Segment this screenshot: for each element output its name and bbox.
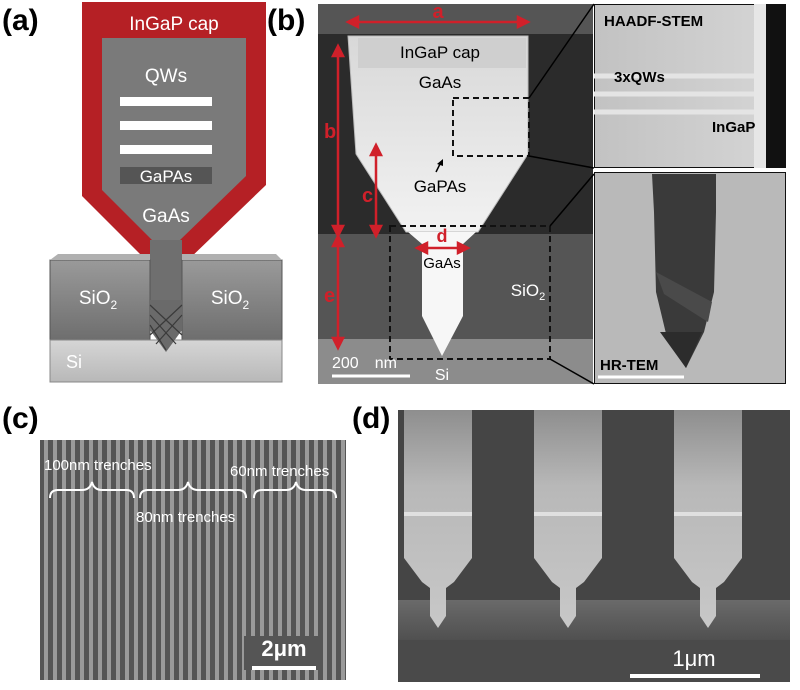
trench-line <box>179 440 183 680</box>
inset-hr-tem: HR-TEM <box>594 172 786 384</box>
trench-line <box>62 440 66 680</box>
gaas-stem <box>150 240 182 300</box>
trench-line <box>224 440 228 680</box>
b-label-sio2: SiO2 <box>511 281 545 303</box>
b-label-cap: InGaP cap <box>400 43 480 62</box>
trench-line <box>251 440 255 680</box>
inset-bottom-title: HR-TEM <box>600 357 658 374</box>
c-scale-label: 2μm <box>261 636 306 661</box>
label-si: Si <box>66 352 82 372</box>
trench-line <box>323 440 327 680</box>
panel-label-d: (d) <box>352 402 391 435</box>
trench-line <box>98 440 102 680</box>
inset-top-qws: 3xQWs <box>614 69 665 86</box>
trench-line <box>89 440 93 680</box>
panel-b-inset-connectors <box>528 3 595 385</box>
trench-line <box>107 440 111 680</box>
sio2-right-block <box>181 259 283 341</box>
ridge-group <box>404 410 742 628</box>
b-nanoridge-body <box>347 35 529 233</box>
inset-haadf-stem: HAADF-STEM 3xQWs InGaP <box>594 4 786 168</box>
panel-c-trench-sem: 100nm trenches 80nm trenches 60nm trench… <box>40 440 346 680</box>
d-scale-label: 1μm <box>672 646 715 671</box>
trench-line <box>305 440 309 680</box>
trench-line <box>143 440 147 680</box>
c-label-80nm: 80nm trenches <box>136 509 235 526</box>
inset-top-ingap: InGaP <box>712 119 755 136</box>
trench-line <box>341 440 345 680</box>
b-label-dim-d: d <box>437 226 448 246</box>
trench-line <box>116 440 120 680</box>
trench-line <box>188 440 192 680</box>
nanoridge <box>404 410 472 628</box>
label-gaas: GaAs <box>142 206 190 227</box>
panel-label-b: (b) <box>267 4 306 37</box>
trench-line <box>332 440 336 680</box>
panel-label-c: (c) <box>2 402 39 435</box>
trench-line <box>260 440 264 680</box>
trench-lines <box>44 440 345 680</box>
trench-line <box>215 440 219 680</box>
trench-line <box>296 440 300 680</box>
qw-bar-1 <box>120 97 212 106</box>
nanoridge-band <box>674 512 742 516</box>
c-label-100nm: 100nm trenches <box>44 457 152 474</box>
panel-b-micrograph: a b c d e InGaP cap GaAs GaPAs GaAs SiO2… <box>318 4 593 384</box>
panel-a-schematic: InGaP cap QWs GaPAs GaAs SiO2 SiO2 Si <box>49 2 283 383</box>
trench-line <box>233 440 237 680</box>
inset-top-title: HAADF-STEM <box>604 13 703 30</box>
nanoridge <box>534 410 602 628</box>
b-zoom-box-top <box>452 97 530 157</box>
trench-line <box>269 440 273 680</box>
trench-line <box>125 440 129 680</box>
trench-line <box>287 440 291 680</box>
hr-tem-nanoridge <box>652 174 716 368</box>
trench-line <box>242 440 246 680</box>
trench-line <box>71 440 75 680</box>
nanoridge <box>674 410 742 628</box>
b-label-dim-c: c <box>362 185 373 207</box>
trench-line <box>152 440 156 680</box>
trench-line <box>206 440 210 680</box>
trench-line <box>53 440 57 680</box>
b-label-dim-b: b <box>324 121 336 143</box>
label-gapas: GaPAs <box>140 167 193 186</box>
nanoridge-band <box>534 512 602 516</box>
b-zoom-box-bottom <box>389 225 551 360</box>
b-nanoridge-stem <box>408 232 476 356</box>
sio2-left-block <box>49 259 151 341</box>
label-ingap-cap: InGaP cap <box>129 14 218 35</box>
gaas-body-shape <box>102 38 246 240</box>
gapas-band <box>120 167 212 184</box>
b-label-gaas-bottom: GaAs <box>423 255 461 272</box>
trench-line <box>170 440 174 680</box>
nanoridge-band <box>404 512 472 516</box>
b-label-gapas: GaPAs <box>414 177 467 196</box>
label-sio2-right: SiO2 <box>211 288 250 312</box>
trench-line <box>80 440 84 680</box>
trench-line <box>197 440 201 680</box>
trench-line <box>44 440 48 680</box>
qw-bar-2 <box>120 121 212 130</box>
c-label-60nm: 60nm trenches <box>230 463 329 480</box>
qw-bar-3 <box>120 145 212 154</box>
trench-line <box>134 440 138 680</box>
b-label-dim-a: a <box>432 4 444 23</box>
trench-line <box>161 440 165 680</box>
b-label-dim-e: e <box>324 285 335 307</box>
label-qws: QWs <box>145 66 187 87</box>
trench-line <box>278 440 282 680</box>
b-label-gaas-top: GaAs <box>419 73 462 92</box>
trench-line <box>314 440 318 680</box>
panel-label-a: (a) <box>2 4 39 37</box>
panel-d-nanoridge-sem: 1μm <box>398 410 790 682</box>
label-sio2-left: SiO2 <box>79 288 118 312</box>
b-label-si: Si <box>435 367 449 384</box>
